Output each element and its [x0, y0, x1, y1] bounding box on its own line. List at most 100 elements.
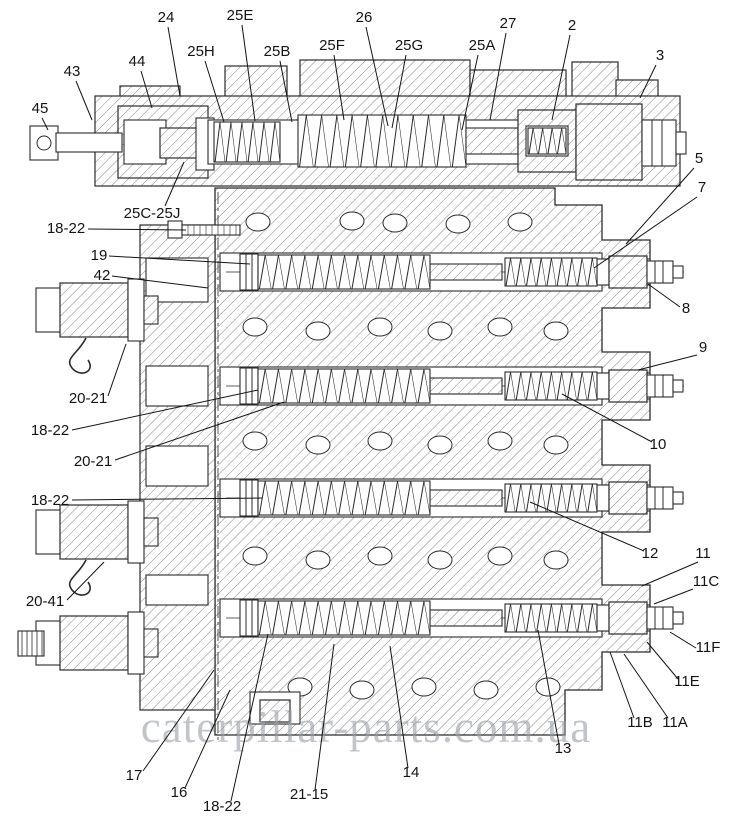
line	[592, 483, 598, 513]
line	[410, 254, 418, 290]
line	[551, 127, 557, 155]
callout-line	[87, 228, 187, 231]
callout-line	[647, 283, 681, 308]
line	[566, 603, 573, 633]
line	[577, 257, 583, 287]
line	[536, 603, 542, 633]
line	[532, 127, 538, 155]
callout-label: 11C	[693, 573, 720, 590]
part	[672, 265, 684, 279]
callout-line	[314, 643, 335, 791]
callout-label: 18-22	[203, 798, 241, 815]
line	[331, 368, 338, 404]
line	[252, 121, 259, 163]
line	[587, 603, 593, 633]
port-opening	[445, 214, 471, 234]
line	[278, 600, 285, 636]
part	[55, 132, 123, 153]
port-opening	[305, 321, 331, 341]
line	[515, 483, 522, 513]
line	[410, 600, 418, 636]
line	[298, 480, 306, 516]
line	[556, 371, 563, 401]
callout-line	[75, 80, 93, 121]
callout-line	[241, 24, 256, 122]
line	[278, 368, 285, 404]
part	[571, 61, 619, 99]
part	[145, 257, 209, 303]
part	[646, 374, 674, 398]
part	[596, 604, 610, 632]
line	[556, 603, 563, 633]
check-spring	[504, 603, 598, 633]
callout-label: 11B	[627, 714, 653, 731]
part	[181, 224, 241, 236]
port-opening	[427, 321, 453, 341]
line	[370, 254, 378, 290]
line	[551, 257, 557, 287]
line	[377, 600, 385, 636]
callout-label: 17	[126, 767, 143, 784]
line	[272, 254, 280, 290]
line	[561, 127, 567, 155]
callout-line	[167, 26, 181, 97]
line	[351, 600, 359, 636]
line	[384, 480, 391, 516]
callout-line	[637, 354, 698, 371]
line	[520, 257, 526, 287]
callout-label: 11A	[662, 714, 688, 731]
line	[541, 483, 547, 513]
check-spring	[504, 257, 598, 287]
port-opening	[543, 435, 569, 455]
line	[299, 114, 307, 168]
line	[410, 480, 418, 516]
check-spring	[504, 371, 598, 401]
line	[258, 254, 266, 290]
callout-line	[639, 64, 657, 99]
line	[230, 121, 237, 163]
line	[397, 480, 404, 516]
port-opening	[36, 135, 52, 151]
callout-line	[108, 255, 251, 265]
spool-spring	[257, 600, 431, 636]
line	[556, 483, 563, 513]
part	[646, 260, 674, 284]
line	[291, 480, 298, 516]
line	[428, 114, 436, 168]
callout-line	[623, 653, 669, 719]
spool-spring	[257, 368, 431, 404]
line	[536, 257, 542, 287]
port-opening	[367, 431, 393, 451]
line	[351, 114, 360, 168]
line	[417, 480, 425, 516]
line	[505, 257, 512, 287]
callout-line	[204, 60, 225, 123]
spool-spring	[257, 254, 431, 290]
line	[278, 254, 285, 290]
line	[546, 603, 553, 633]
part	[59, 282, 129, 338]
port-opening	[305, 550, 331, 570]
line	[592, 603, 598, 633]
part	[672, 491, 684, 505]
line	[391, 368, 399, 404]
line	[417, 600, 425, 636]
port-opening	[242, 546, 268, 566]
callout-label: 18-22	[31, 492, 69, 509]
line	[306, 114, 314, 168]
line	[587, 257, 593, 287]
part	[646, 486, 674, 510]
line	[377, 368, 385, 404]
line	[344, 254, 351, 290]
part	[527, 127, 567, 155]
line	[530, 603, 536, 633]
callout-label: 9	[699, 339, 707, 356]
line	[225, 121, 232, 163]
part	[672, 379, 684, 393]
line	[436, 114, 445, 168]
line	[561, 257, 567, 287]
line	[525, 257, 532, 287]
callout-label: 21-15	[290, 786, 328, 803]
line	[384, 600, 391, 636]
line	[351, 480, 359, 516]
